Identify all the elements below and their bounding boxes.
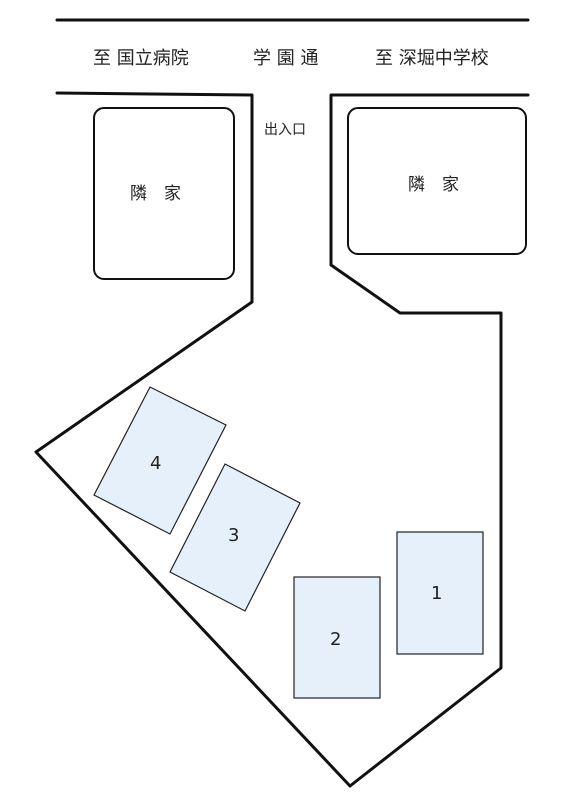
road-label-center: 学 園 通 xyxy=(253,48,318,69)
neighbor-house-right xyxy=(347,107,527,255)
road-label-left: 至 国立病院 xyxy=(93,48,189,69)
lot-boundary-left xyxy=(34,91,352,788)
neighbor-house-right-label: 隣 家 xyxy=(408,175,459,195)
road-label-right: 至 深堀中学校 xyxy=(375,48,489,69)
parking-slot-3 xyxy=(169,463,301,612)
parking-slot-1 xyxy=(396,531,484,655)
parking-slot-2 xyxy=(293,576,381,699)
parking-slot-2-number: 2 xyxy=(330,629,341,650)
parking-slot-3-number: 3 xyxy=(228,525,239,546)
parking-slot-4-number: 4 xyxy=(150,453,161,474)
neighbor-house-left-label: 隣 家 xyxy=(130,184,181,204)
parking-slot-4 xyxy=(93,386,227,535)
parking-slot-1-number: 1 xyxy=(431,583,442,604)
neighbor-house-left xyxy=(93,107,235,280)
entrance-label: 出入口 xyxy=(264,122,306,138)
lot-boundary-right xyxy=(329,93,530,788)
